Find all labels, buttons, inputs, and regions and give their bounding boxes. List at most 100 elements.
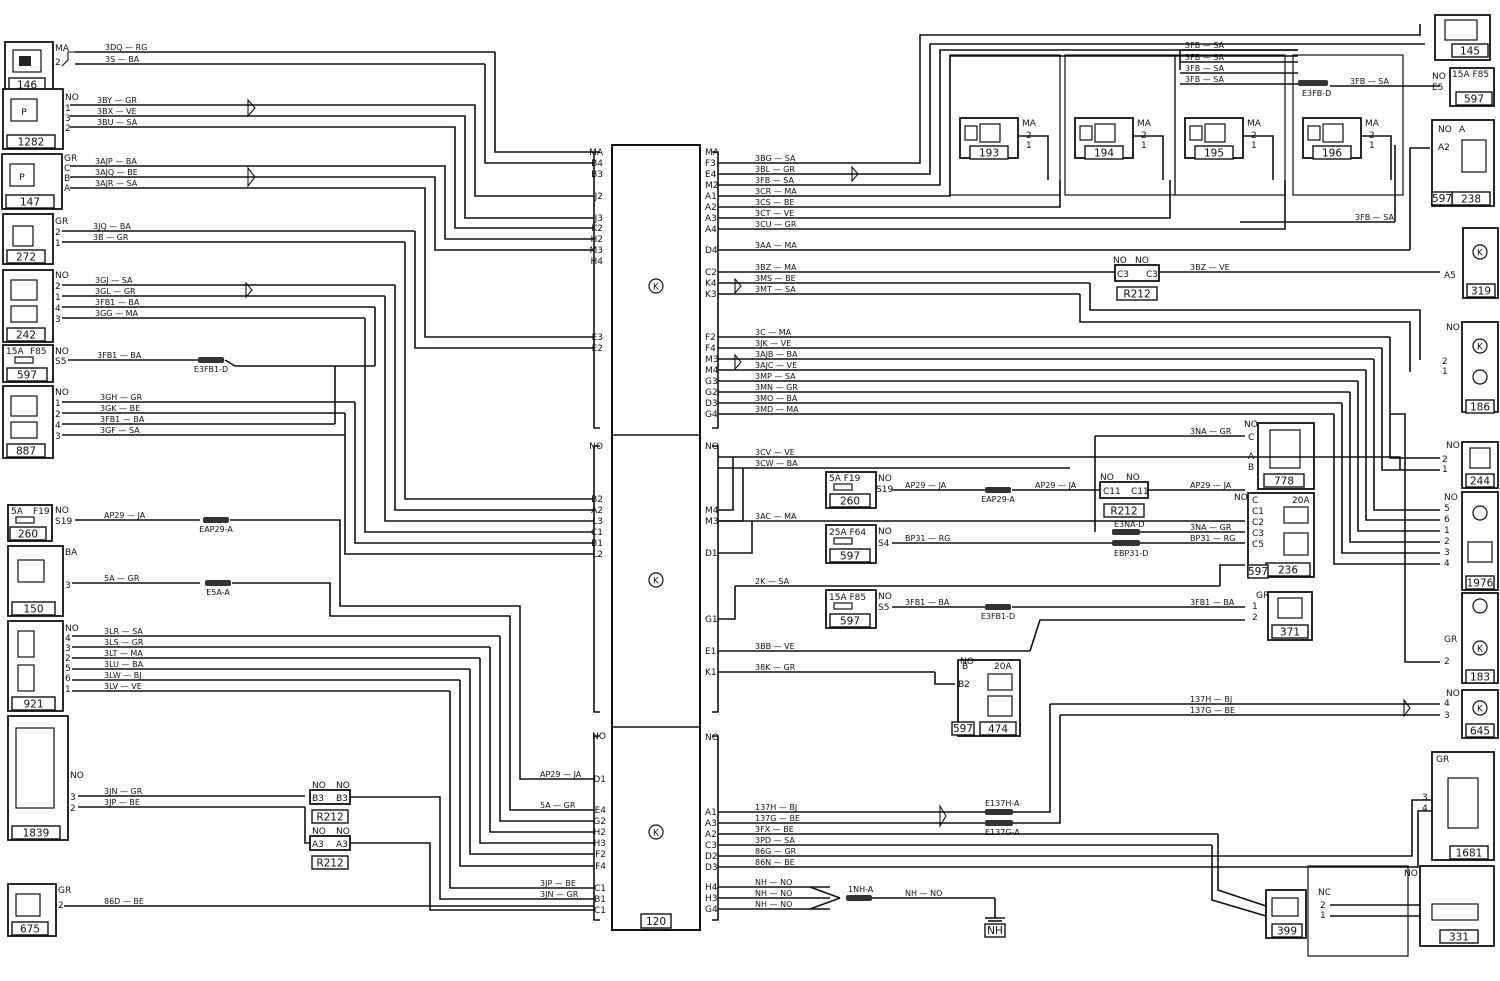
wire-label-top-3FB-0: 3FB — SA [1185,41,1224,50]
component-399-2: 2 [1320,901,1326,911]
component-186-number-box [1465,399,1495,414]
fuse-597-left-symbol [14,356,34,364]
splice-label-E137H-A: E137H-A [985,799,1020,808]
component-238-597-box [1431,191,1453,206]
wire-3C-run [1389,337,1440,459]
fuse-260-mid-symbol [833,483,853,491]
wire-label-3CW: 3CW — BA [755,459,798,468]
wire-3GL-run [384,296,594,522]
component-887-pin-0: NO [55,388,69,398]
component-146-bracket [61,51,75,67]
component-238-597: 597 [1432,193,1452,205]
r212-c3-right: C3 [1146,270,1158,280]
wire-3JP-to-a3 [304,807,310,844]
wire-3AJR-run [255,187,594,338]
component-399-number: 399 [1277,926,1297,938]
twist-645 [1403,698,1411,718]
component-238-no: NO [1438,125,1452,135]
device-146-symbol [12,49,42,73]
wire-3PD-to-399 [1211,845,1267,917]
wire-3AJP-run [255,165,594,240]
wire-label-3AJQ: 3AJQ — BE [95,168,138,177]
wire-label-bottom-NH-8: NH — NO [755,900,792,909]
device-244-symbol [1469,447,1491,469]
ecu-right-pin-F3: F3 [705,159,716,169]
wire-label-3AJR: 3AJR — SA [95,179,138,188]
wire-label-3LT: 3LT — MA [104,649,143,658]
wire-3MP-run [1357,381,1440,532]
relay-193-out [1018,135,1049,180]
wire-label-BP31-a: BP31 — RG [905,534,950,543]
ecu-symbol-645 [1472,700,1488,716]
ecu-left-pin-B1: B1 [591,539,603,549]
ecu-right-pin-A1: A1 [705,192,717,202]
fuse-597a-no: NO [878,527,892,537]
wire-3CU-to-196 [840,180,1286,230]
splice-AP29-left [203,517,229,523]
component-399-nc: NC [1318,888,1331,898]
ecu-right-pin-NO: NO [705,442,719,452]
wire-label-3AC: 3AC — MA [755,512,797,521]
splice-E3FB-D [1298,80,1328,86]
fuse-597-top-no: NO [1432,72,1446,82]
component-150-pin-0: BA [65,548,78,558]
wire-label-3FB: 3FB — SA [755,176,794,185]
component-1839-pin-2: 2 [70,804,76,814]
wire-label-3AA: 3AA — MA [755,241,797,250]
wire-label-5A: 5A — GR [104,574,140,583]
ecu-right-bracket-bot [712,735,719,921]
wire-146-3DQ-run [494,52,594,153]
relay-194-number: 194 [1094,148,1114,160]
component-675-number-box [11,921,49,936]
wire-146-3S-run [484,64,594,164]
component-236-pin-C2: C2 [1252,518,1264,528]
ecu-left-pin-H2: H2 [594,828,607,838]
component-1681-number-box [1449,845,1489,860]
component-242-pin-4: 3 [55,315,61,325]
component-244-1: 1 [1442,465,1448,475]
wire-label-3FB1-mid: 3FB1 — BA [905,598,950,607]
ecu-right-pin-F4: F4 [705,344,716,354]
wire-label-3MP: 3MP — SA [755,372,796,381]
ecu-left-pin-B4: B4 [591,159,603,169]
wire-label-3CV: 3CV — VE [755,448,795,457]
component-242-number-box [6,327,46,342]
fuse-260-no: NO [55,506,69,516]
ecu-left-pin-H3: H3 [594,839,607,849]
component-1976-pin-4: 2 [1444,537,1450,547]
component-645-number: 645 [1470,726,1490,738]
wire-label-bottom-137G-1: 137G — BE [755,814,800,823]
component-1839-number: 1839 [23,828,50,840]
connector-r212-c3-number-box [1116,286,1158,301]
wire-label-3GJ: 3GJ — SA [95,276,133,285]
component-147-pin-1: C [64,164,70,174]
ecu-left-pin-NO: NO [592,732,606,742]
wire-137G-up [1013,715,1061,824]
component-150-number-box [11,601,56,616]
device-1282-letter: P [21,108,27,118]
wire-label-bottom-NH-7: NH — NO [755,889,792,898]
ecu-left-pin-C1: C1 [594,884,606,894]
relay-196-number: 196 [1322,148,1342,160]
ecu-right-pin-D2: D2 [705,852,718,862]
component-236-20a: 20A [1292,496,1310,506]
ecu-right-pin-G3: G3 [705,377,718,387]
device-921-symbol-a [17,630,35,658]
wire-label-3B: 3B — GR [93,233,129,242]
ecu-right-pin-D3: D3 [705,863,718,873]
ecu-left-pin-C1: C1 [591,528,603,538]
device-1839-symbol [15,727,55,809]
ecu-right-pin-M4: M4 [705,506,719,516]
device-1681-symbol [1447,777,1479,829]
fuse-597a-mid-number: 597 [840,551,860,563]
component-921-pin-0: NO [65,624,79,634]
wire-label-3NA-778: 3NA — GR [1190,427,1232,436]
ecu-left-pin-NO: NO [589,442,603,452]
ground-label: NH [987,925,1003,937]
relay-195-number: 195 [1204,148,1224,160]
fuse-597-id: F85 [30,347,47,357]
splice-label-EBP31-D: EBP31-D [1114,549,1149,558]
component-1976-pin-1: 5 [1444,504,1450,514]
component-236-c: C [1252,496,1258,506]
component-1681 [1431,751,1495,861]
